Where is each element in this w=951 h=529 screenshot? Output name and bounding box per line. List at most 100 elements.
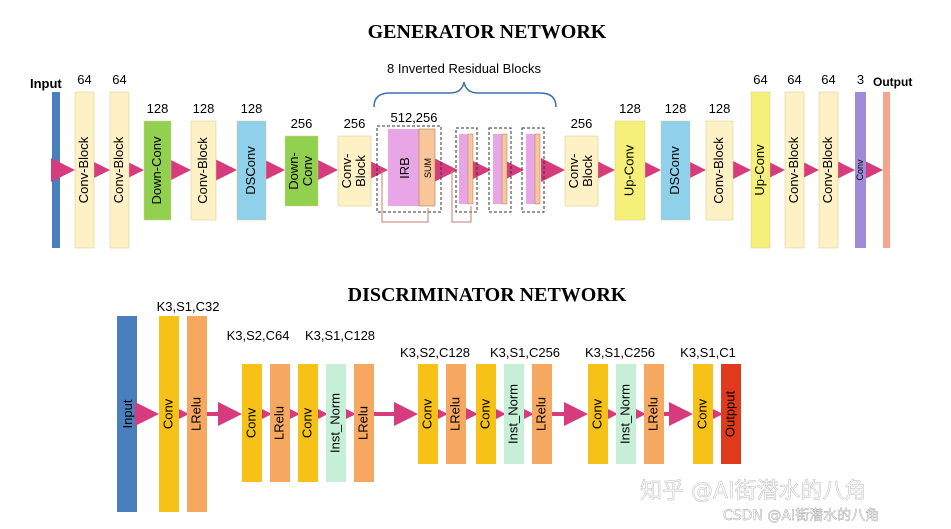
disc-block-label: LRelu (645, 397, 660, 431)
gen-block-label: Conv- (339, 154, 354, 189)
disc-block-inst_norm (326, 364, 346, 482)
disc-block-lrelu (354, 364, 374, 482)
gen-block-channels: 256 (571, 116, 593, 131)
gen-block-13 (784, 91, 805, 249)
disc-block-outpput (721, 364, 741, 464)
gen-block-channels: 128 (709, 101, 731, 116)
gen-block-label: Up-Conv (752, 144, 767, 196)
gen-block-15 (855, 92, 866, 248)
gen-block-channels: 64 (787, 72, 801, 87)
irb-mini-1 (451, 127, 478, 223)
disc-block-label: Conv (299, 407, 314, 438)
gen-block-12 (750, 91, 771, 249)
gen-block-channels: 64 (821, 72, 835, 87)
gen-block-11 (705, 120, 734, 221)
irb-block (388, 129, 422, 206)
disc-block-label: LRelu (533, 397, 548, 431)
gen-block-label: Up-Conv (621, 144, 636, 196)
watermark-csdn: CSDN @AI街潜水的八角 (723, 508, 879, 524)
gen-block-14 (818, 91, 839, 249)
gen-block-3 (143, 120, 172, 221)
disc-block-conv (242, 364, 262, 482)
gen-block-label: Conv-Block (195, 137, 210, 204)
irb-label: IRB (397, 157, 412, 179)
disc-block-lrelu (270, 364, 290, 482)
gen-block-channels: 128 (241, 101, 263, 116)
gen-block-channels: 256 (344, 116, 366, 131)
irb-skip-connection (381, 170, 429, 223)
gen-block-label: Conv (300, 155, 315, 186)
disc-block-label: Conv (419, 398, 434, 429)
residual-blocks-brace (373, 81, 557, 108)
gen-block-channels: 64 (753, 72, 767, 87)
gen-block-channels: 128 (147, 101, 169, 116)
gen-block-channels: 3 (857, 72, 864, 87)
gen-block-label: Conv-Block (820, 136, 835, 203)
generator-blocks: 64Conv-Block64Conv-Block128Down-Conv128C… (74, 72, 866, 249)
discriminator-title: DISCRIMINATOR NETWORK (348, 284, 627, 306)
disc-block-label: LRelu (271, 406, 286, 440)
disc-block-label: LRelu (188, 397, 203, 431)
generator-output-label: Output (873, 75, 912, 89)
gen-block-label: Conv-Block (111, 136, 126, 203)
irb-dashed-box (376, 125, 442, 213)
gen-block-label: Conv-Block (711, 137, 726, 204)
brace-label: 8 Inverted Residual Blocks (387, 61, 541, 76)
disc-block-conv (476, 364, 496, 464)
gen-block-label: Block (580, 155, 595, 187)
disc-group-params: K3,S2,C128 (400, 345, 470, 360)
disc-block-label: Conv (477, 398, 492, 429)
disc-group-params: K3,S1,C256 (585, 345, 655, 360)
gen-block-label: Conv-Block (786, 136, 801, 203)
gen-block-6 (284, 135, 319, 207)
gen-block-channels: 128 (665, 101, 687, 116)
disc-block-label: Conv (589, 398, 604, 429)
disc-block-conv (418, 364, 438, 464)
disc-group-params: K3,S2,C64 (227, 328, 290, 343)
gen-block-8 (564, 135, 599, 207)
gen-block-label: Conv-Block (76, 136, 91, 203)
gen-block-label: Block (353, 155, 368, 187)
gen-block-label: Conv- (566, 154, 581, 189)
discriminator-input-bar (117, 316, 137, 512)
irb-mini-2 (488, 127, 512, 213)
gen-block-4 (190, 120, 217, 221)
disc-block-lrelu (532, 364, 552, 464)
disc-block-conv (298, 364, 318, 482)
disc-block-conv (159, 316, 179, 512)
gen-block-channels: 256 (291, 116, 313, 131)
gen-block-label: Conv (855, 159, 865, 181)
generator-input-label: Input (30, 76, 62, 91)
gen-block-label: Down- (286, 152, 301, 190)
generator-output-bar (883, 92, 890, 248)
disc-block-label: Conv (243, 407, 258, 438)
gen-block-5 (236, 120, 267, 221)
generator-input-bar (52, 92, 60, 248)
disc-block-label: Conv (694, 398, 709, 429)
disc-block-lrelu (446, 364, 466, 464)
disc-block-label: Outpput (722, 390, 737, 437)
gen-block-channels: 64 (77, 72, 91, 87)
disc-block-conv (588, 364, 608, 464)
gen-block-channels: 128 (193, 101, 215, 116)
gen-block-label: DSConv (243, 146, 258, 195)
disc-block-lrelu (187, 316, 207, 512)
disc-block-lrelu (644, 364, 664, 464)
disc-group-params: K3,S1,C256 (490, 345, 560, 360)
sum-label: SUM (423, 158, 433, 178)
disc-group-params: K3,S1,C1 (680, 345, 736, 360)
disc-block-label: LRelu (355, 406, 370, 440)
discriminator-input-label: Input (120, 399, 135, 428)
watermark-zhihu: 知乎 @AI街潜水的八角 (640, 479, 867, 504)
gen-block-10 (660, 120, 691, 221)
gen-block-channels: 64 (112, 72, 126, 87)
disc-block-conv (693, 364, 713, 464)
disc-block-label: Inst_Norm (327, 393, 342, 453)
disc-group-params: K3,S1,C32 (157, 299, 220, 314)
gen-block-1 (74, 91, 95, 249)
gen-block-7 (337, 135, 372, 207)
irb-mini-3 (521, 127, 545, 213)
disc-block-label: Conv (160, 398, 175, 429)
